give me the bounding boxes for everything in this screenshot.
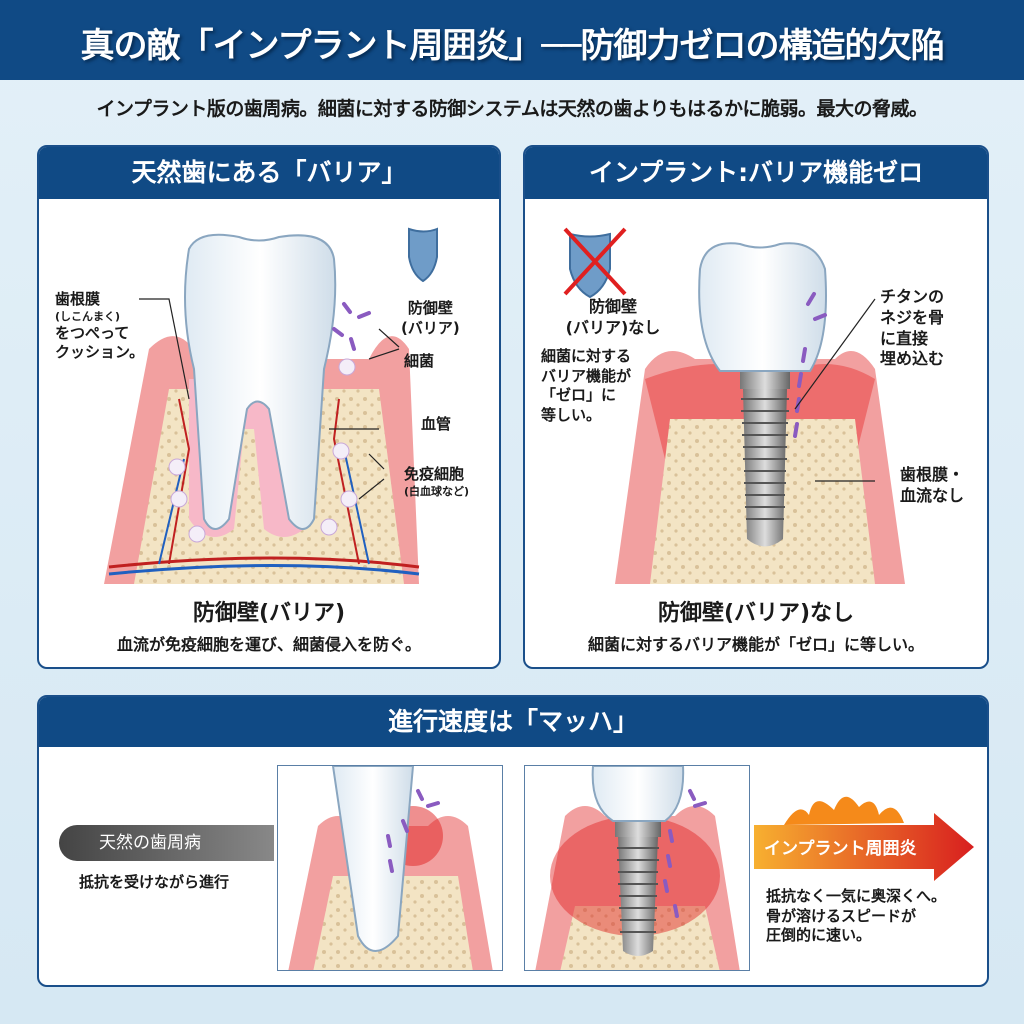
implant-progression-image <box>524 765 750 971</box>
natural-tooth-illustration <box>104 227 438 584</box>
barrier-label: 防御壁(バリア) <box>401 299 460 337</box>
blood-vessel-label: 血管 <box>421 415 452 433</box>
page-subtitle: インプラント版の歯周病。細菌に対する防御システムは天然の歯よりもはるかに脆弱。最… <box>96 98 928 120</box>
bacteria-label: 細菌 <box>404 352 435 370</box>
immune-cell-label: 免疫細胞(白血球など) <box>404 465 470 498</box>
title-bar <box>0 0 1024 80</box>
crossed-shield-icon <box>563 227 627 299</box>
natural-progression-image <box>277 765 503 971</box>
natural-description: 抵抗を受けながら進行 <box>79 873 230 891</box>
progression-speed-panel: 進行速度は「マッハ」 天然の歯周病 抵抗を受けながら進行 インプラント周囲炎 抵… <box>37 695 989 987</box>
left-description: 血流が免疫細胞を運び、細菌侵入を防ぐ。 <box>116 635 421 654</box>
no-barrier-description: 細菌に対するバリア機能が「ゼロ」に等しい。 <box>541 347 632 424</box>
page-title: 真の敵「インプラント周囲炎」──防御力ゼロの構造的欠陥 <box>80 26 945 66</box>
pdl-label: 歯根膜(しこんまく)をつぺってクッション。 <box>55 290 145 362</box>
no-pdl-label: 歯根膜・血流なし <box>900 465 965 505</box>
right-caption: 防御壁(バリア)なし <box>657 601 855 626</box>
right-description: 細菌に対するバリア機能が「ゼロ」に等しい。 <box>587 635 924 654</box>
left-caption: 防御壁(バリア) <box>192 601 346 626</box>
panel-title: 天然歯にある「バリア」 <box>39 147 499 199</box>
panel-title: 進行速度は「マッハ」 <box>39 697 987 747</box>
shield-icon <box>408 227 438 283</box>
peri-implantitis-label: インプラント周囲炎 <box>764 839 917 859</box>
natural-tooth-panel: 天然歯にある「バリア」 歯根膜(しこんまく)をつぺってクッション。 防御壁(バリ… <box>37 145 501 669</box>
no-barrier-label: 防御壁(バリア)なし <box>565 297 661 337</box>
titanium-screw-label: チタンのネジを骨に直接埋め込む <box>880 287 945 369</box>
panel-title: インプラント:バリア機能ゼロ <box>525 147 987 199</box>
fire-arrow-icon <box>754 796 974 881</box>
implant-panel: インプラント:バリア機能ゼロ 防御壁(バリア)なし 細菌に対するバリア機能が「ゼ… <box>523 145 989 669</box>
implant-illustration <box>563 227 905 584</box>
implant-description: 抵抗なく一気に奥深くへ。骨が溶けるスピードが圧倒的に速い。 <box>766 887 947 944</box>
natural-periodontitis-badge: 天然の歯周病 <box>59 825 274 861</box>
